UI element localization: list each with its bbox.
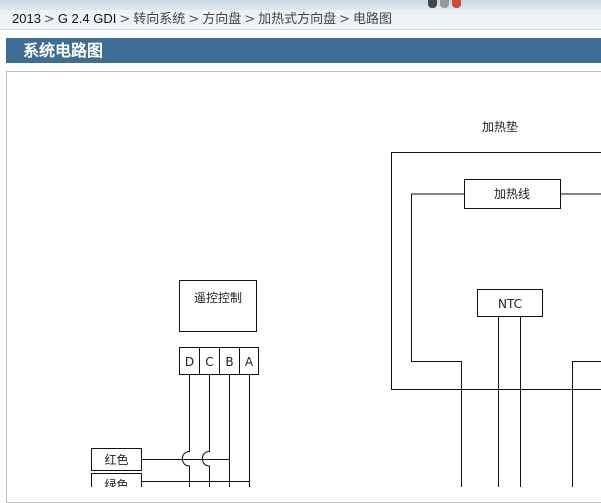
heating-pad-label: 加热垫 — [482, 119, 518, 134]
circuit-diagram: 加热垫 加热线 NTC 遥控控制 D C B A 红色 绿色 — [0, 0, 601, 487]
red-wire-label: 红色 — [104, 452, 128, 467]
pin-a-label: A — [245, 355, 254, 369]
wire-from-pin-c — [202, 375, 209, 488]
heating-wire-loop — [412, 194, 465, 487]
pin-d-label: D — [185, 355, 194, 369]
wire-from-pin-d — [182, 375, 189, 488]
pin-c-label: C — [205, 355, 213, 369]
ntc-label: NTC — [498, 297, 522, 311]
right-side-lead — [573, 362, 601, 488]
remote-control-box — [180, 281, 257, 332]
heating-wire-label: 加热线 — [494, 187, 530, 201]
remote-control-label: 遥控控制 — [194, 291, 242, 305]
pin-b-label: B — [225, 355, 233, 369]
green-wire-label: 绿色 — [104, 477, 128, 487]
